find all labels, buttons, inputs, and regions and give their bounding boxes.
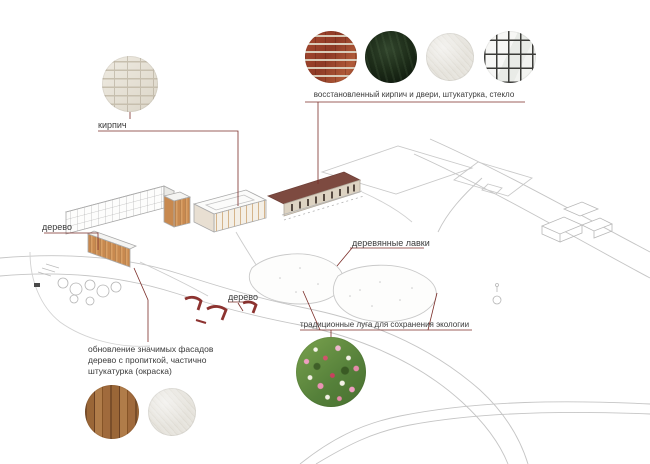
roads [0, 138, 650, 464]
plaster-swatch [426, 33, 474, 81]
red-brick-swatch [305, 31, 357, 83]
facade-renovation-note: обновление значимых фасадов дерево с про… [88, 344, 213, 377]
wood-planks-swatch [85, 385, 139, 439]
brick-building [266, 171, 365, 221]
low-box-building [192, 189, 268, 233]
school-building [64, 185, 176, 235]
facade-note-line3: штукатурка (окраска) [88, 366, 172, 376]
trees [57, 277, 502, 306]
dark-doors-swatch [365, 31, 417, 83]
callout-wooden-benches: деревянные лавки [352, 238, 430, 248]
right-building-sketch [540, 201, 613, 243]
meadow-flowers-swatch [296, 337, 366, 407]
callout-brick: кирпич [98, 120, 127, 130]
wood-wing [86, 230, 138, 268]
callout-wood-bottom: дерево [228, 292, 258, 302]
callout-restored-materials: восстановленный кирпич и двери, штукатур… [313, 90, 515, 99]
sports-fields-outlines [320, 145, 533, 197]
leader-lines [44, 101, 525, 342]
wood-tower [162, 191, 192, 228]
glass-swatch [484, 31, 536, 83]
callout-meadows: традиционные луга для сохранения экологи… [300, 320, 470, 329]
white-brick-swatch [102, 56, 158, 112]
meadow-areas [248, 253, 437, 323]
facade-note-line1: обновление значимых фасадов [88, 344, 214, 354]
facade-note-line2: дерево с пропиткой, частично [88, 355, 207, 365]
plaster-paint-swatch [148, 388, 196, 436]
callout-wood-left: дерево [42, 222, 72, 232]
parking-marks [34, 263, 60, 287]
